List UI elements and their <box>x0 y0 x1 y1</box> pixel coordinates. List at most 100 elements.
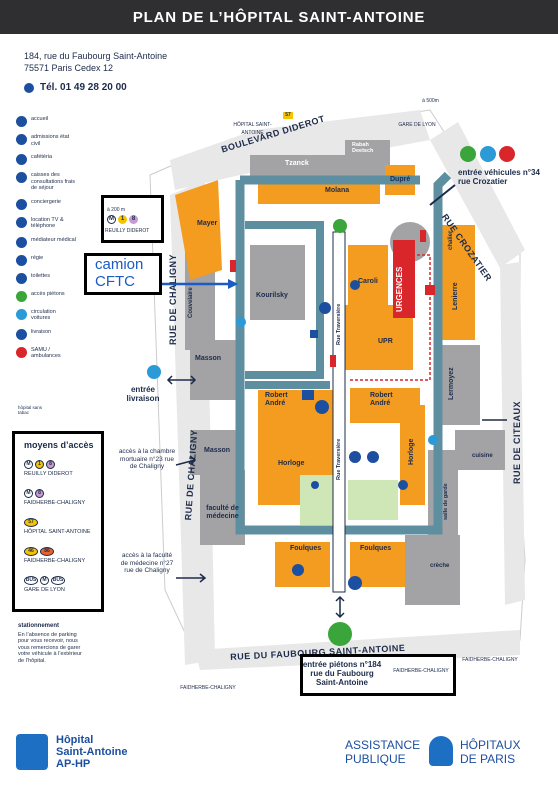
pietons-icon <box>328 622 352 646</box>
label-horloge-2: Horloge <box>408 438 415 465</box>
acces-fac: accès à la faculté de médecine n°27 rue … <box>120 552 174 574</box>
legend-item: accès piétons <box>16 290 76 302</box>
label-couvelaire: Couvelaire <box>188 287 194 318</box>
legend-item: SAMU / ambulances <box>16 346 76 360</box>
label-masson-2: Masson <box>204 447 231 454</box>
no-smoking-note: hôpital sans tabac <box>18 405 43 415</box>
legend-label: conciergerie <box>31 198 61 205</box>
label-robert-andre-2: Robert André <box>370 392 393 407</box>
footer-right-1: ASSISTANCE <box>345 738 421 752</box>
label-robert-andre-1: Robert André <box>265 392 288 407</box>
acces-name: GARE DE LYON <box>24 587 65 593</box>
phone-text: Tél. 01 49 28 20 00 <box>40 82 127 93</box>
legend-label: livraison <box>31 328 52 335</box>
transit-badge: 1 <box>35 460 44 469</box>
building-salle-garde <box>428 450 458 540</box>
label-masson-1: Masson <box>195 355 222 362</box>
label-chalier: chalier <box>448 230 454 250</box>
line-1-icon: 1 <box>118 215 127 224</box>
legend-icon <box>16 198 27 210</box>
entree-vehicules: entrée véhicules n°34 rue Crozatier <box>458 168 540 186</box>
footer-right-3: HÔPITAUX <box>460 738 521 752</box>
building-urgences <box>393 240 415 318</box>
legend-icon <box>16 346 27 358</box>
legend-item: régie <box>16 254 76 266</box>
legend-icon <box>16 290 27 302</box>
label-rabah: Rabah Deetsch <box>352 142 374 154</box>
legend-icon <box>16 154 27 165</box>
legend-label: toilettes <box>31 272 50 279</box>
building-mayer <box>175 180 222 280</box>
aphp-logo-icon <box>429 736 453 766</box>
legend-icon <box>16 236 27 248</box>
phone[interactable]: Tél. 01 49 28 20 00 <box>24 82 127 93</box>
legend-label: admissions état civil <box>31 134 70 147</box>
street-chaligny-1: RUE DE CHALIGNY <box>168 253 178 345</box>
legend: accueil admissions état civil cafétéria cai… <box>16 116 76 367</box>
legend-item: caisses des consultations frais de séjou… <box>16 172 76 192</box>
transit-badge: 8 <box>46 460 55 469</box>
legend-item: accueil <box>16 116 76 127</box>
heart-logo-icon <box>16 734 48 770</box>
building-lenierre <box>440 225 475 340</box>
label-foulques-1: Foulques <box>290 545 322 552</box>
legend-item: toilettes <box>16 272 76 284</box>
legend-icon <box>16 272 27 284</box>
label-molana: Molana <box>325 187 350 194</box>
transit-badge: M <box>40 576 49 585</box>
label-caroli: Caroli <box>358 278 378 285</box>
legend-item: cafétéria <box>16 154 76 165</box>
legend-icon <box>16 216 27 228</box>
rue-traversiere <box>332 231 346 593</box>
label-fac: faculté de médecine <box>206 505 239 520</box>
label-lermoyez: Lermoyez <box>448 367 455 400</box>
metro-icon: M <box>107 215 116 224</box>
label-urgences: URGENCES <box>395 266 404 312</box>
building-creche <box>405 535 460 605</box>
acces-name: REUILLY DIDEROT <box>24 471 73 477</box>
transit-badge: M <box>24 489 33 498</box>
legend-icon <box>16 172 27 183</box>
transit-badge: 57 <box>24 518 38 527</box>
label-creche: crèche <box>430 563 450 569</box>
building-cuisine <box>455 430 505 470</box>
gare-distance: à 500m <box>422 98 439 104</box>
legend-label: accès piétons <box>31 290 65 297</box>
transit-badge: 8 <box>35 489 44 498</box>
building-tzanck <box>250 155 345 177</box>
stop-faidherbe-2: FAIDHERBE-CHALIGNY <box>462 657 518 663</box>
legend-label: SAMU / ambulances <box>31 346 61 360</box>
label-rue-traversiere-1: Rue Traversière <box>336 303 342 345</box>
pietons-box <box>300 654 456 696</box>
building-masson2 <box>190 430 240 475</box>
address-line-1: 184, rue du Faubourg Saint-Antoine <box>24 51 168 61</box>
entree-livraison: entrée livraison <box>126 385 160 403</box>
legend-item: admissions état civil <box>16 134 76 147</box>
label-salle-garde: salle de garde <box>443 483 449 520</box>
transit-badge: 86 <box>40 547 54 556</box>
label-lenierre: Lenierre <box>452 282 459 310</box>
label-dupre: Dupré <box>390 176 411 183</box>
footer-right-2: PUBLIQUE <box>345 752 406 766</box>
building-kourilsky <box>250 245 305 320</box>
transit-badge: 46 <box>24 547 38 556</box>
acces-name: HÔPITAL SAINT-ANTOINE <box>24 529 91 535</box>
ambulance-route <box>350 254 431 381</box>
reuilly-label: REUILLY DIDEROT <box>105 228 150 234</box>
building-rabah <box>345 140 390 180</box>
bus-57-badge: 57 <box>283 112 293 119</box>
legend-icon <box>16 134 27 145</box>
legend-icon <box>16 116 27 127</box>
building-foulques1 <box>275 542 330 587</box>
label-kourilsky: Kourilsky <box>256 292 288 299</box>
legend-icon <box>16 328 27 340</box>
legend-icon <box>16 308 27 320</box>
label-upr: UPR <box>378 338 393 345</box>
legend-item: circulation voitures <box>16 308 76 322</box>
courtyard-2 <box>348 480 398 520</box>
legend-label: cafétéria <box>31 154 53 160</box>
